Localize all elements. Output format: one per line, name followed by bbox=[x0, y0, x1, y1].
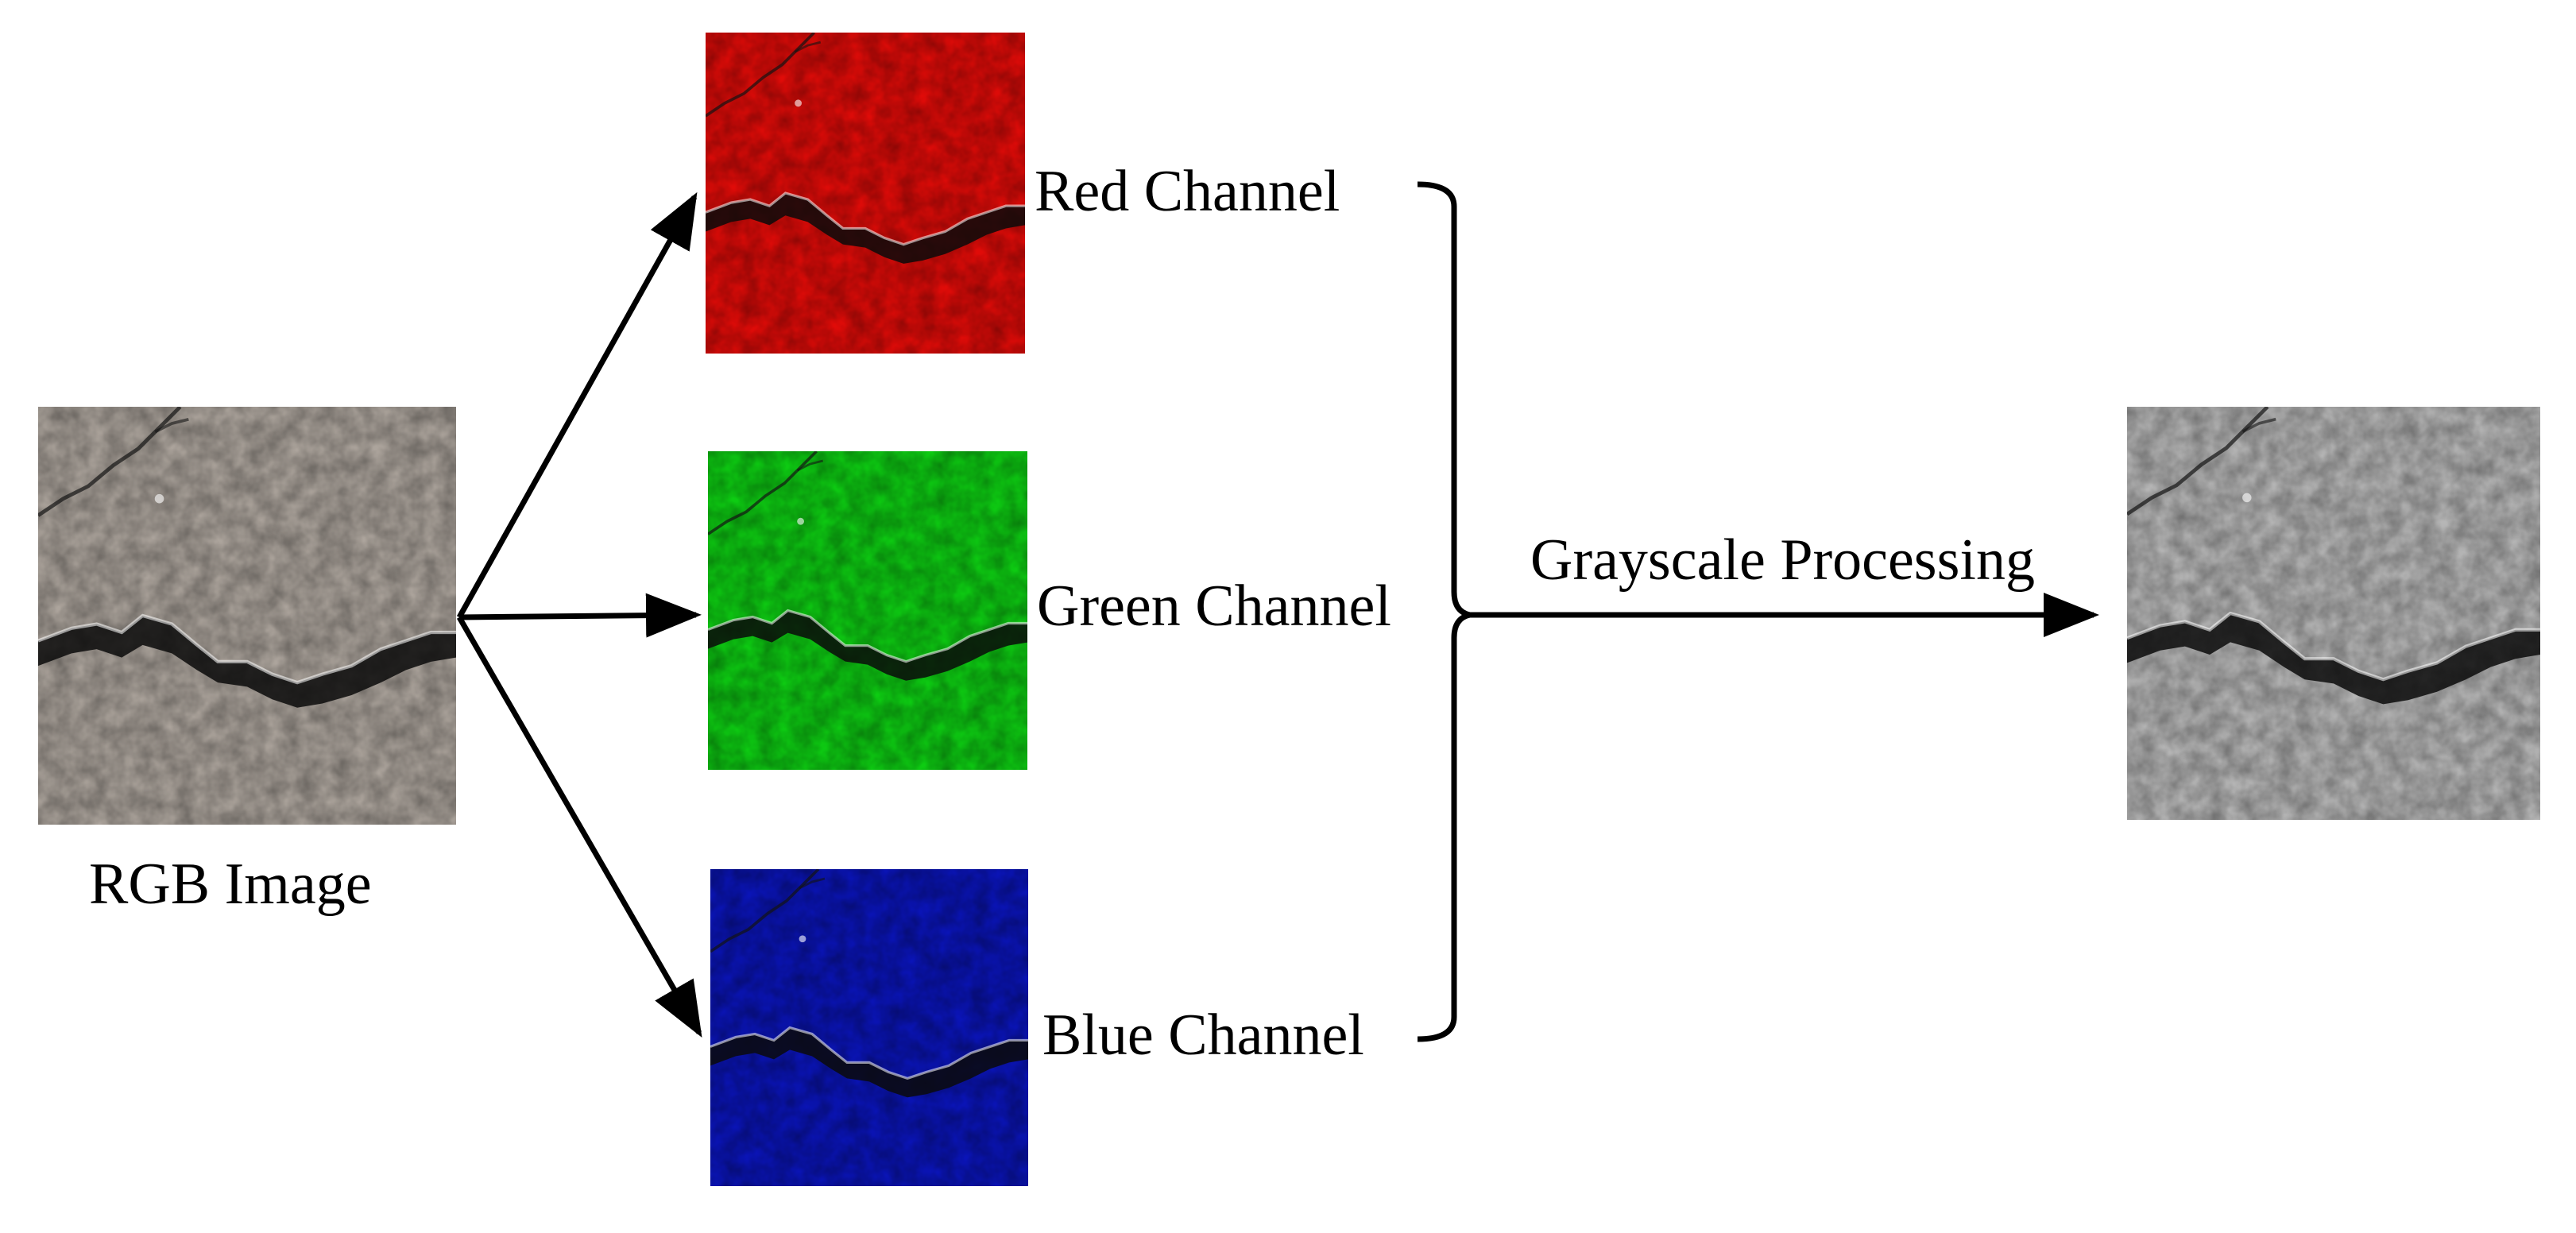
rgb-image bbox=[38, 407, 456, 825]
merge-bracket bbox=[1417, 181, 1471, 1042]
blue-channel-label: Blue Channel bbox=[1042, 1003, 1364, 1068]
green-channel-image bbox=[708, 451, 1027, 770]
blue-channel-image bbox=[710, 869, 1028, 1186]
split-arrows bbox=[456, 191, 702, 1038]
rgb-image-label: RGB Image bbox=[89, 852, 372, 917]
grayscale-processing-label: Grayscale Processing bbox=[1530, 528, 2035, 593]
arrow-to-red bbox=[456, 191, 698, 619]
green-channel-label: Green Channel bbox=[1037, 574, 1391, 639]
red-channel-label: Red Channel bbox=[1035, 159, 1340, 224]
arrow-to-blue bbox=[456, 616, 702, 1038]
grayscale-image bbox=[2127, 407, 2540, 820]
red-channel-image bbox=[706, 33, 1025, 354]
arrow-to-green bbox=[458, 593, 702, 638]
